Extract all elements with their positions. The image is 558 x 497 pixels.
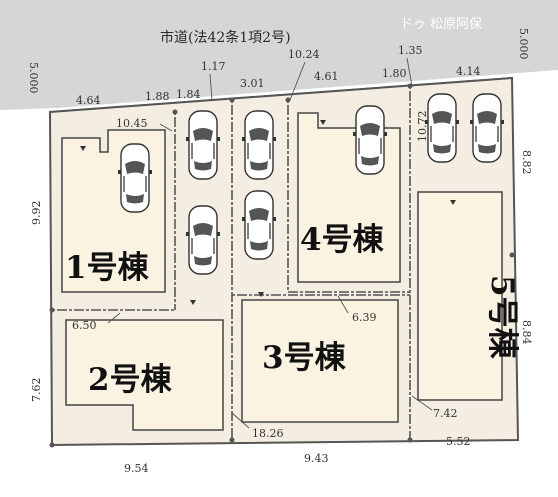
entrance-marks [80,120,456,305]
footprint-5 [417,191,503,401]
dim-label: 6.50 [72,319,97,332]
building-name-5: 5号棟 [484,275,520,360]
dim-label: 9.54 [124,462,149,475]
dim-label: 10.24 [288,48,320,61]
car-icon [469,93,505,163]
dim-label: 9.92 [30,201,43,226]
boundary-markers [49,83,515,448]
dim-label: 18.26 [252,427,284,440]
car-icon [241,110,277,180]
dim-label: 8.82 [520,150,533,175]
dim-label: 7.42 [433,407,458,420]
car-icon [185,110,221,180]
dim-label: 1.17 [201,60,226,73]
dim-label: 10.72 [416,111,429,143]
building-name-3: 3号棟 [262,340,347,376]
dim-label: 5.52 [446,435,471,448]
dim-label: 10.45 [116,117,148,130]
road-label: 市道(法42条1項2号) [160,29,291,46]
building-name-1: 1号棟 [65,250,150,286]
road-width-left: 5.000 [27,62,40,94]
building-name-2: 2号棟 [88,362,173,398]
car-icon [241,190,277,260]
leader-lines [107,57,433,429]
car-icon [352,105,388,175]
dim-label: 1.84 [176,88,201,101]
dim-label: 4.14 [456,65,481,78]
car-icon [185,205,221,275]
car-icon [117,143,153,213]
dim-label: 6.39 [352,311,377,324]
footprint-2 [65,319,224,431]
dim-label: 1.88 [145,90,170,103]
dim-label: 4.64 [76,94,101,107]
road-area [0,0,558,110]
road-width-right: 5.000 [517,28,530,60]
dim-label: 8.84 [520,320,533,345]
dim-label: 4.61 [314,70,339,83]
building-name-4: 4号棟 [300,222,385,258]
dim-label: 3.01 [240,77,265,90]
footprint-3 [241,299,399,423]
dim-label: 7.62 [30,378,43,403]
dim-label: 1.35 [398,44,423,57]
dim-label: 9.43 [304,452,329,465]
car-icon [424,93,460,163]
watermark: ドゥ 松原阿保 [400,17,482,32]
lot-lines [52,86,411,440]
dim-label: 1.80 [382,67,407,80]
building-footprints [61,112,503,431]
